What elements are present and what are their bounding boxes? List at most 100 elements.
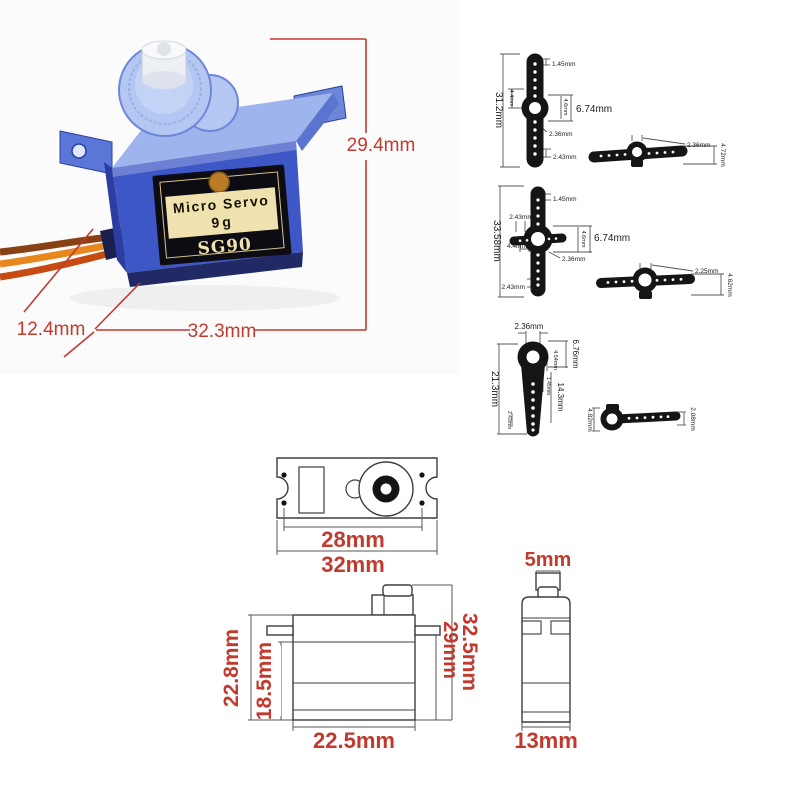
arm1-hub-right-label: 4.6mm — [562, 99, 568, 116]
side-view-body-length-label: 22.5mm — [313, 728, 395, 753]
arm3-hub-od-label: 6.76mm — [571, 340, 580, 369]
horn3-dim-lines — [592, 407, 686, 432]
arm2-tip-hole-label: 1.45mm — [553, 196, 576, 203]
arm3-end-pitch-label: 2.43mm — [506, 411, 512, 429]
horn-diagram-single-flat: 4.82mm 2.08mm — [586, 404, 696, 432]
servo-top-face — [112, 93, 333, 168]
arm1-center-hole-label: 2.36mm — [549, 131, 572, 138]
end-view-case — [521, 596, 571, 723]
label-gold-logo — [208, 171, 230, 193]
servo-output-shaft — [141, 40, 187, 89]
end-view-case-lines — [521, 617, 571, 713]
servo-right-edge — [296, 93, 339, 151]
side-view-total-height-label: 32.5mm — [458, 613, 481, 691]
arm1-tip-hole-label: 1.45mm — [552, 61, 575, 68]
horn1-thickness-label: 4.72mm — [719, 143, 726, 166]
side-view-body — [266, 584, 441, 721]
end-view-body — [521, 572, 571, 723]
end-view-body-width-label: 13mm — [514, 728, 578, 753]
side-view-right-tab — [414, 625, 441, 636]
arm1-hub-od-label: 6.74mm — [576, 104, 612, 115]
side-view-shaft-cap — [382, 584, 413, 597]
shaft-spline — [157, 42, 171, 56]
horn-diagram-double-flat: 2.36mm 4.72mm — [588, 135, 726, 167]
horn2-dim-lines — [639, 263, 724, 296]
side-view-case-lines — [293, 595, 415, 711]
servo-shadow — [70, 285, 340, 311]
left-tab-hole — [71, 143, 87, 159]
end-view-shaft-width-label: 5mm — [525, 549, 572, 571]
top-view-dim-lines — [276, 508, 438, 555]
horn-diagram-double-flat2: 2.25mm 4.62mm — [596, 263, 733, 299]
horn3-end-hole-label: 2.08mm — [689, 407, 696, 430]
side-view-left-tab — [266, 625, 294, 636]
servo-product-label: Micro Servo 9g SG90 — [152, 164, 292, 266]
servo-bottom-edge — [127, 252, 303, 287]
arm3-hub-id-label: 4.54mm — [552, 350, 558, 370]
arm2-end-hole-label: 2.43mm — [502, 284, 525, 291]
arm2-cross-pitch-label: 2.43mm — [509, 214, 532, 221]
label-weight: 9g — [211, 213, 235, 231]
horn3-thickness-label: 4.82mm — [586, 408, 593, 431]
horn1-center-hole — [632, 147, 642, 157]
arm2-hub-right-label: 4.6mm — [580, 231, 586, 248]
horn-diagram-single-arm: 2.36mm 21.3mm 6.76mm 4.54mm 1.45mm 14.3m… — [489, 322, 580, 437]
arm3-holes — [531, 382, 535, 432]
horn1-holes — [599, 150, 675, 158]
arm1-end-hole-label: 2.43mm — [553, 154, 576, 161]
top-view-shaft-hole — [380, 483, 392, 495]
arm2-center-hole — [531, 232, 545, 246]
horn2-boss — [639, 291, 652, 299]
arm1-center-hole — [529, 102, 541, 114]
horn2-thickness-label: 4.62mm — [726, 273, 733, 296]
arm2-length-label: 33.58mm — [491, 220, 502, 262]
side-view-label-bg1 — [227, 634, 248, 704]
horn1-center-hole-label: 2.36mm — [687, 142, 710, 149]
side-view-lower-height-label: 18.5mm — [253, 642, 276, 720]
photo-dimension-lines — [23, 38, 367, 358]
arm3-dim-lines — [497, 331, 568, 435]
arm3-hole-pitch-label: 1.45mm — [545, 377, 551, 395]
servo-top-highlight — [112, 141, 296, 177]
arm3-top-hole — [526, 350, 540, 364]
side-view-drawing: 22.8mm 18.5mm 29mm 32.5mm 22.5mm — [220, 584, 481, 753]
top-view-drawing: 28mm 32mm — [276, 457, 438, 577]
top-view-mount-holes — [281, 472, 425, 506]
side-view-tab-height-label: 29mm — [439, 621, 461, 679]
arm1-holes — [533, 62, 537, 156]
servo-left-edge — [104, 162, 127, 273]
arm2-hub-od-label: 6.74mm — [594, 233, 630, 244]
horn3-holes — [627, 415, 670, 420]
side-view-label-bg2 — [260, 646, 281, 716]
label-model: SG90 — [197, 235, 253, 260]
end-view-drawing: 5mm 13mm — [514, 549, 578, 753]
top-view-hole-spacing-label: 28mm — [321, 527, 385, 552]
photo-dim-length: 32.3mm — [188, 321, 257, 342]
horn-diagram-cross: 33.58mm 1.45mm 2.43mm 4.4mm 4.6mm 6.74mm… — [491, 185, 630, 298]
photo-dim-depth: 12.4mm — [17, 319, 86, 340]
arm2-holes — [518, 198, 558, 287]
side-view-overall-height-label: 22.8mm — [220, 629, 243, 707]
arm2-hub-left-label: 4.4mm — [507, 243, 527, 250]
horn1-dim-lines — [631, 135, 717, 165]
horn2-holes — [606, 277, 683, 284]
horn2-center-hole-label: 2.25mm — [695, 268, 718, 275]
horn3-center-hole — [606, 413, 618, 425]
side-view-case — [292, 614, 416, 721]
photo-dim-height: 29.4mm — [347, 135, 416, 156]
arm2-center-hole-label: 2.36mm — [562, 256, 585, 263]
arm3-top-hole-label: 2.36mm — [515, 322, 544, 331]
arm3-length-label: 21.3mm — [489, 371, 500, 407]
top-view-overall-width-label: 32mm — [321, 552, 385, 577]
arm1-hub-left-label: 4.4mm — [508, 90, 514, 107]
horn-diagram-double-arm: 31.2mm 1.45mm 4.4mm 4.6mm 6.74mm 2.36mm … — [493, 53, 612, 168]
servo-photo: Micro Servo 9g SG90 29.4mm 32.3mm 12.4mm — [0, 0, 460, 374]
arm3-arm-span-label: 14.3mm — [556, 383, 565, 412]
horn3-shape — [612, 411, 681, 424]
arm1-length-label: 31.2mm — [493, 92, 504, 128]
gear-teeth-ring — [128, 51, 202, 125]
horn2-center-hole — [638, 273, 652, 287]
top-view-slot — [298, 466, 325, 514]
